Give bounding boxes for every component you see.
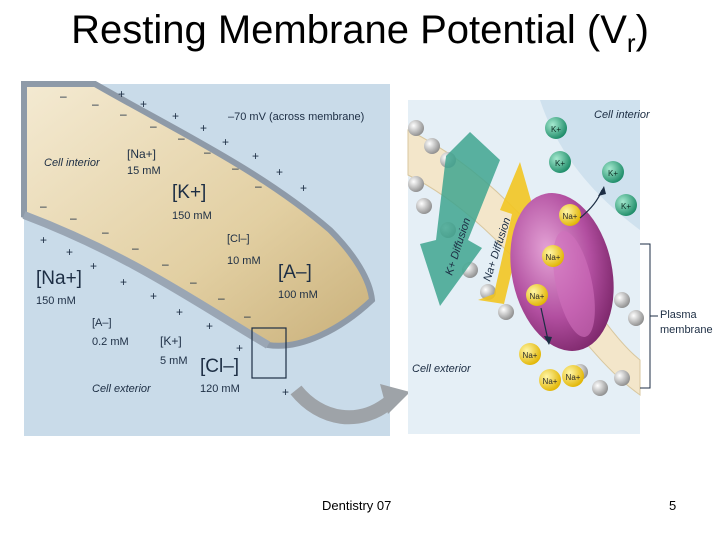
left-cell-exterior-label: Cell exterior [92, 383, 152, 395]
interior-shade [408, 100, 640, 230]
svg-text:+: + [150, 289, 157, 303]
membrane-inner-edge [22, 211, 271, 349]
a-inside-conc: 100 mM [278, 289, 318, 301]
svg-text:K+: K+ [608, 169, 618, 178]
svg-text:–: – [232, 161, 239, 175]
svg-text:Na+: Na+ [563, 212, 578, 221]
svg-text:Na+: Na+ [543, 377, 558, 386]
svg-text:–: – [218, 291, 225, 305]
membrane-label: membrane [660, 324, 713, 336]
svg-text:+: + [172, 109, 179, 123]
page-number: 5 [669, 498, 677, 513]
na-inside-conc: 15 mM [127, 165, 161, 177]
cl-outside-conc: 120 mM [200, 383, 240, 395]
svg-text:+: + [300, 181, 307, 195]
k-inside-ion: [K+] [172, 182, 206, 203]
svg-text:–: – [190, 275, 197, 289]
svg-text:+: + [236, 341, 243, 355]
na-outside-conc: 150 mM [36, 295, 76, 307]
na-inside-ion: [Na+] [127, 147, 156, 161]
svg-text:–: – [92, 97, 99, 111]
footer-text: Dentistry 07 [322, 498, 392, 513]
na-ion-exterior-2: Na+ [539, 369, 561, 391]
k-ion-interior-4: K+ [615, 194, 637, 216]
svg-text:Na+: Na+ [530, 292, 545, 301]
svg-text:+: + [120, 275, 127, 289]
svg-text:–: – [204, 145, 211, 159]
svg-text:+: + [140, 97, 147, 111]
na-diffusion-arrow [478, 162, 536, 304]
na-outside-ion: [Na+] [36, 268, 82, 289]
na-entry-arrow [540, 307, 549, 341]
left-cell-interior-label: Cell interior [44, 157, 101, 169]
svg-text:–: – [178, 131, 185, 145]
na-ion-in-channel-1: Na+ [559, 204, 581, 226]
svg-text:–: – [162, 257, 169, 271]
na-ion-exterior-1: Na+ [519, 343, 541, 365]
svg-text:+: + [66, 245, 73, 259]
svg-text:+: + [276, 165, 283, 179]
a-outside-ion: [A–] [92, 317, 112, 329]
cl-inside-conc: 10 mM [227, 255, 261, 267]
svg-text:–: – [120, 107, 127, 121]
svg-text:Na+: Na+ [523, 351, 538, 360]
na-ion-in-channel-3: Na+ [526, 284, 548, 306]
svg-text:–: – [102, 225, 109, 239]
k-exit-arrowhead [598, 186, 606, 196]
cl-inside-ion: [Cl–] [227, 233, 250, 245]
svg-text:+: + [222, 135, 229, 149]
slide-title: Resting Membrane Potential (Vr) [71, 8, 649, 58]
zoom-arrow-head [380, 384, 410, 414]
svg-text:+: + [282, 385, 289, 399]
svg-text:K+: K+ [555, 159, 565, 168]
svg-text:–: – [132, 241, 139, 255]
svg-text:+: + [176, 305, 183, 319]
a-outside-conc: 0.2 mM [92, 336, 129, 348]
zoom-box [251, 327, 287, 379]
zoom-arrow-shaft [290, 385, 397, 425]
k-ion-interior-3: K+ [602, 161, 624, 183]
svg-text:+: + [206, 319, 213, 333]
membrane-charges: – – – – – – – – + + + + + + + + – – – – – – – – + + + + + +… [40, 87, 307, 399]
svg-text:–: – [60, 89, 67, 103]
na-ion-exterior-3: Na+ [562, 365, 584, 387]
k-ion-interior-1: K+ [545, 117, 567, 139]
na-entry-arrowhead [544, 336, 552, 345]
na-ion-in-channel-2: Na+ [542, 245, 564, 267]
k-diffusion-arrow [420, 132, 500, 306]
svg-text:+: + [118, 87, 125, 101]
svg-text:+: + [90, 259, 97, 273]
svg-text:K+: K+ [551, 125, 561, 134]
svg-text:–: – [150, 119, 157, 133]
k-inside-conc: 150 mM [172, 210, 212, 222]
svg-text:–: – [40, 199, 47, 213]
svg-text:+: + [252, 149, 259, 163]
k-outside-conc: 5 mM [160, 355, 188, 367]
svg-text:–: – [255, 179, 262, 193]
svg-text:Na+: Na+ [546, 253, 561, 262]
svg-text:+: + [40, 233, 47, 247]
k-outside-ion: [K+] [160, 334, 182, 348]
svg-text:Na+: Na+ [566, 373, 581, 382]
membrane-potential-label: –70 mV (across membrane) [228, 111, 364, 123]
cl-outside-ion: [Cl–] [200, 356, 239, 377]
svg-text:–: – [70, 211, 77, 225]
svg-text:K+: K+ [621, 202, 631, 211]
right-cell-exterior-label: Cell exterior [412, 363, 472, 375]
a-inside-ion: [A–] [278, 262, 312, 283]
svg-text:+: + [200, 121, 207, 135]
k-ion-interior-2: K+ [549, 151, 571, 173]
svg-text:–: – [244, 309, 251, 323]
right-cell-interior-line1: Cell interior [594, 109, 651, 121]
plasma-label: Plasma [660, 309, 698, 321]
